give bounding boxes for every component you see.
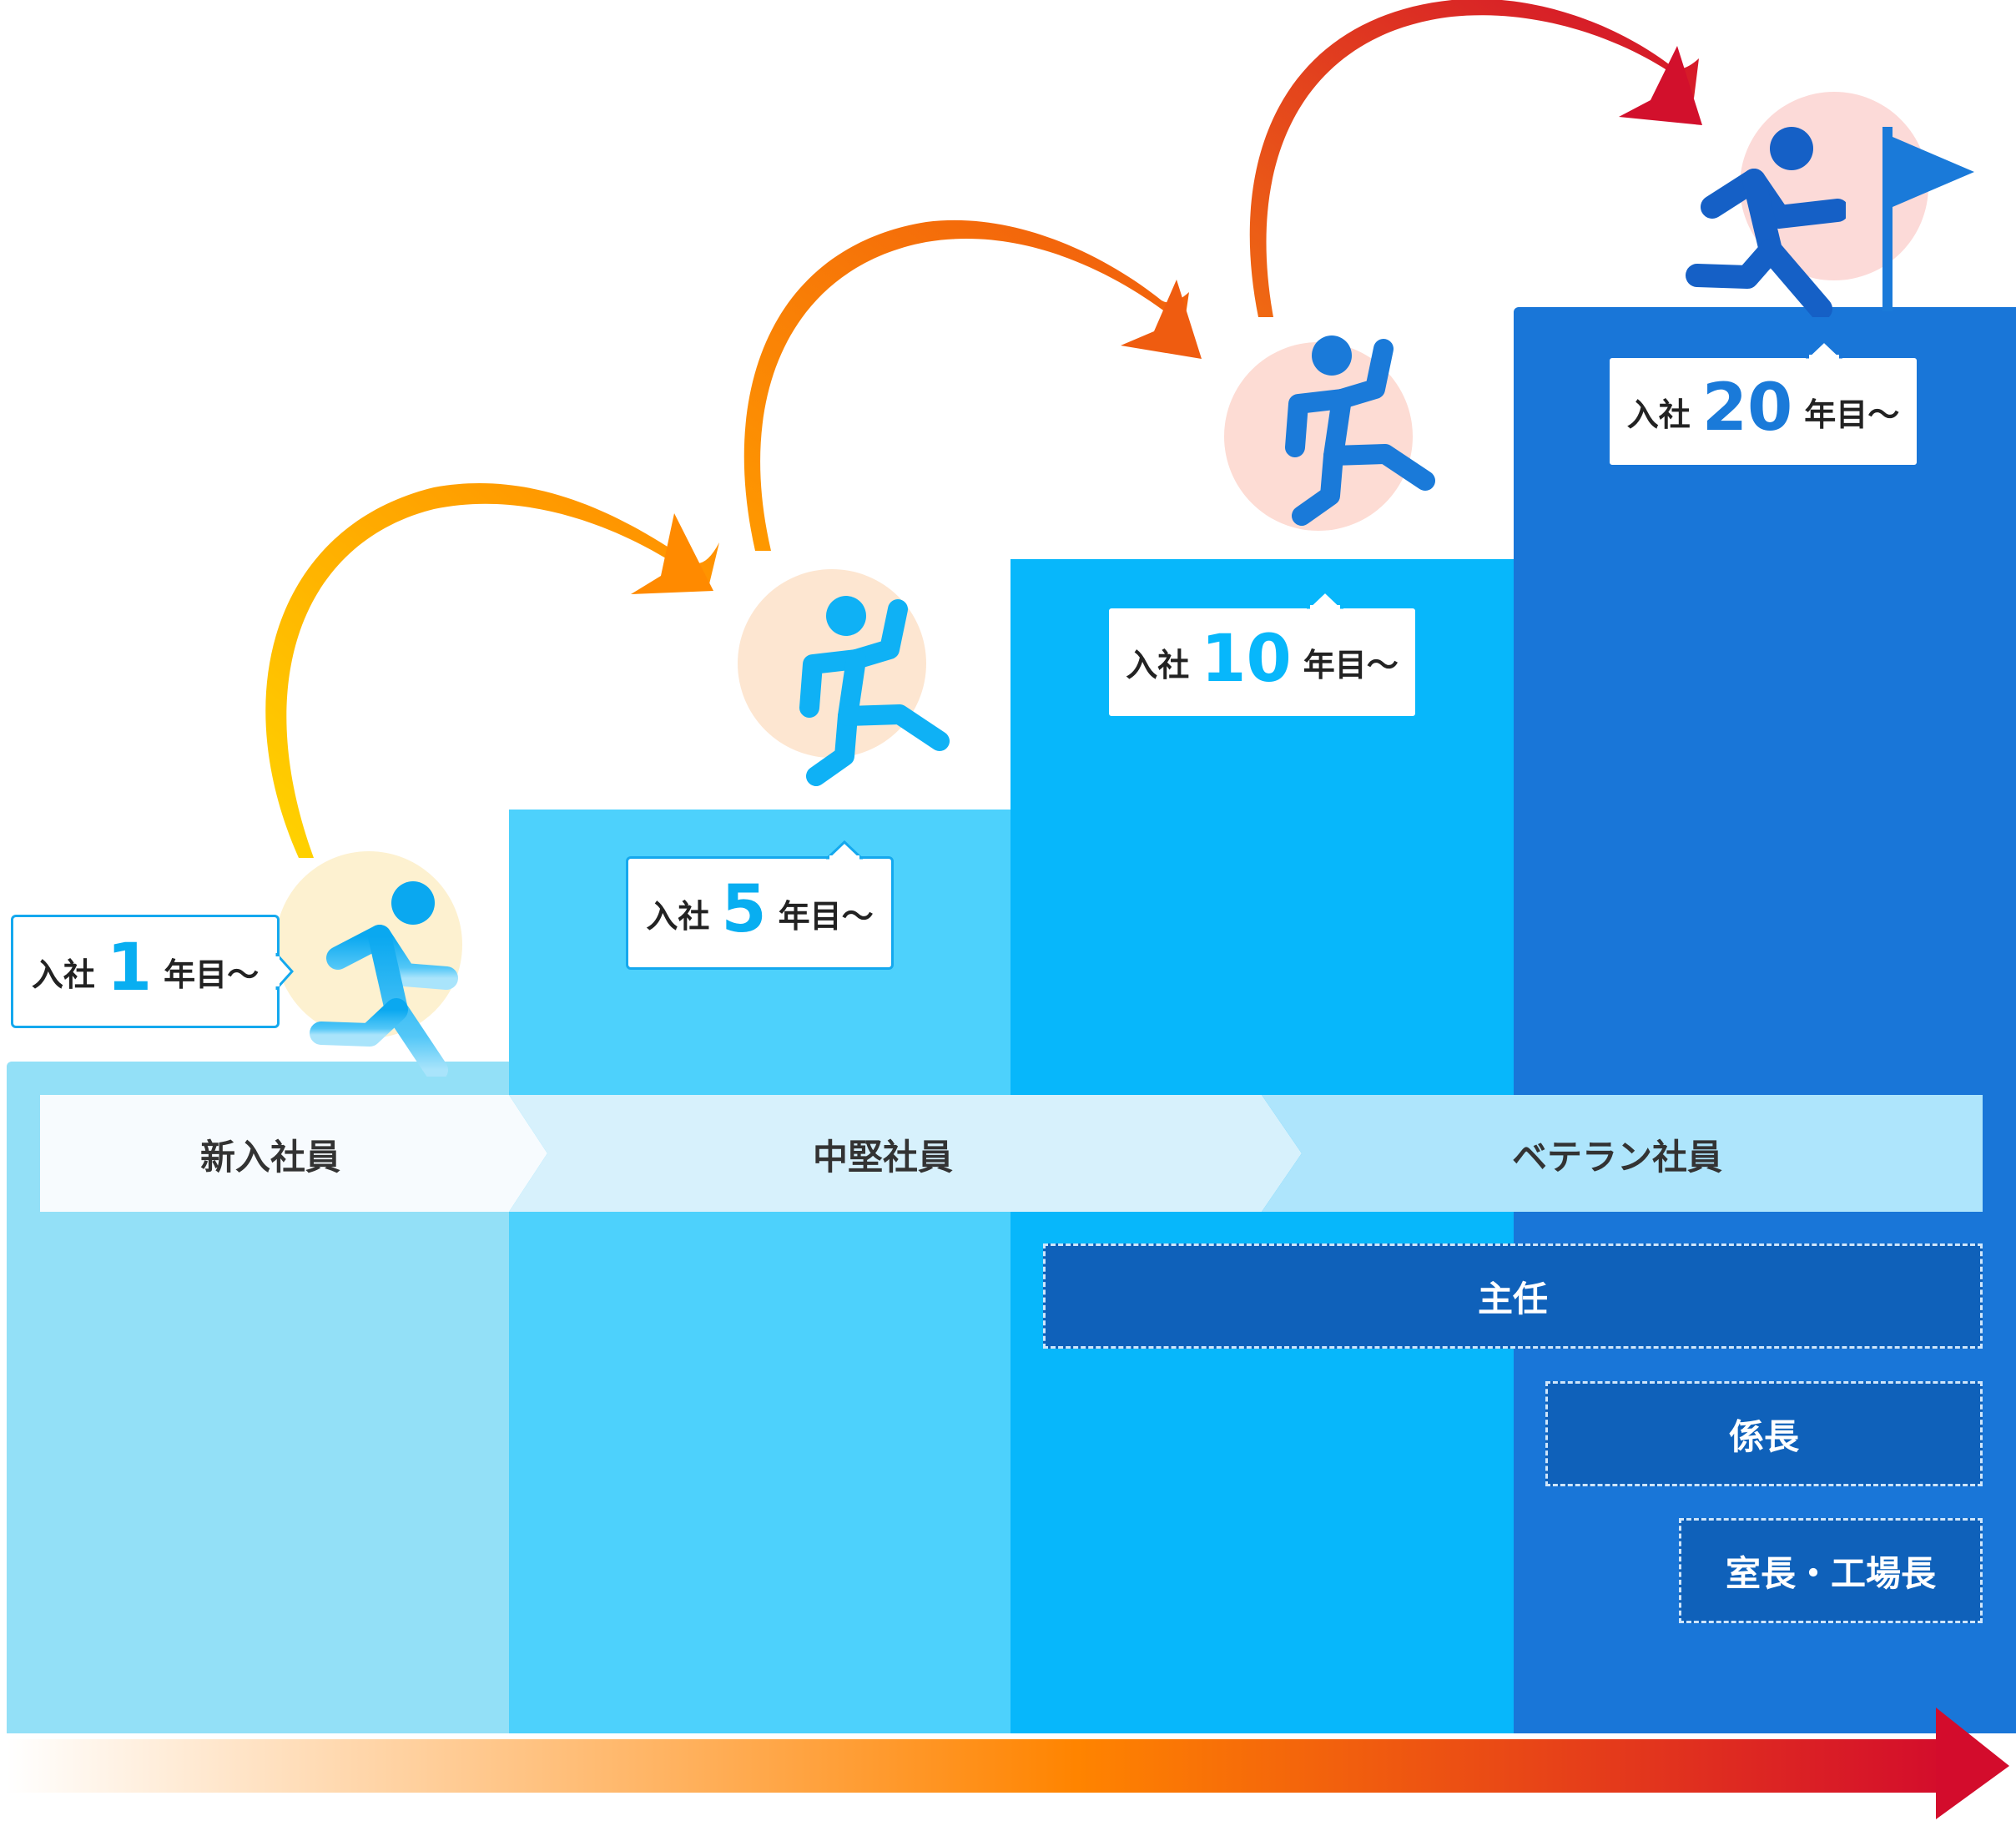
role-office-plant-manager: 室長・工場長	[1679, 1518, 1983, 1623]
milestone-suffix: 年目〜	[164, 956, 260, 993]
bubble-pointer-2	[826, 840, 863, 860]
role-label: 室長・工場長	[1725, 1552, 1936, 1594]
role-chief: 主任	[1043, 1243, 1983, 1349]
stage-label-veteran: ベテラン社員	[1512, 1137, 1723, 1178]
step-block-4	[1514, 307, 2016, 1733]
milestone-number: 10	[1201, 621, 1292, 697]
stage-label-mid-level: 中堅社員	[813, 1137, 954, 1178]
flag-icon	[1882, 127, 1974, 311]
milestone-prefix: 入社	[646, 897, 710, 935]
curved-arrow-2	[743, 219, 1202, 551]
milestone-bubble-4: 入社 20 年目〜	[1607, 356, 1919, 467]
bubble-pointer-1	[275, 953, 294, 990]
jumping-person-icon	[1285, 335, 1435, 526]
timeline-arrow	[7, 1708, 2009, 1819]
stage-label-new-employee: 新入社員	[200, 1137, 341, 1178]
milestone-number: 5	[721, 872, 767, 947]
milestone-suffix: 年目〜	[1804, 396, 1900, 433]
milestone-prefix: 入社	[1126, 647, 1190, 684]
running-person-icon	[1686, 127, 1846, 317]
curved-arrow-1	[265, 483, 719, 858]
running-person-icon	[310, 881, 458, 1077]
milestone-bubble-2: 入社 5 年目〜	[626, 856, 894, 970]
stage-band-3	[1262, 1095, 1983, 1212]
milestone-bubble-3: 入社 10 年目〜	[1106, 606, 1418, 719]
milestone-suffix: 年目〜	[778, 897, 874, 935]
stage-band-1	[40, 1095, 547, 1212]
milestone-number: 20	[1701, 371, 1793, 446]
bubble-pointer-3	[1307, 589, 1343, 609]
milestone-number: 1	[106, 931, 153, 1006]
milestone-prefix: 入社	[1626, 396, 1691, 433]
jumping-person-icon	[799, 596, 950, 786]
stage-band-2	[509, 1095, 1302, 1212]
role-section-chief: 係長	[1545, 1381, 1983, 1486]
milestone-suffix: 年目〜	[1303, 647, 1399, 684]
bubble-pointer-4	[1806, 339, 1842, 359]
milestone-prefix: 入社	[31, 956, 95, 993]
role-label: 主任	[1477, 1278, 1548, 1319]
curved-arrow-3	[1249, 0, 1702, 317]
milestone-bubble-1: 入社 1 年目〜	[11, 915, 280, 1028]
role-label: 係長	[1728, 1415, 1799, 1457]
